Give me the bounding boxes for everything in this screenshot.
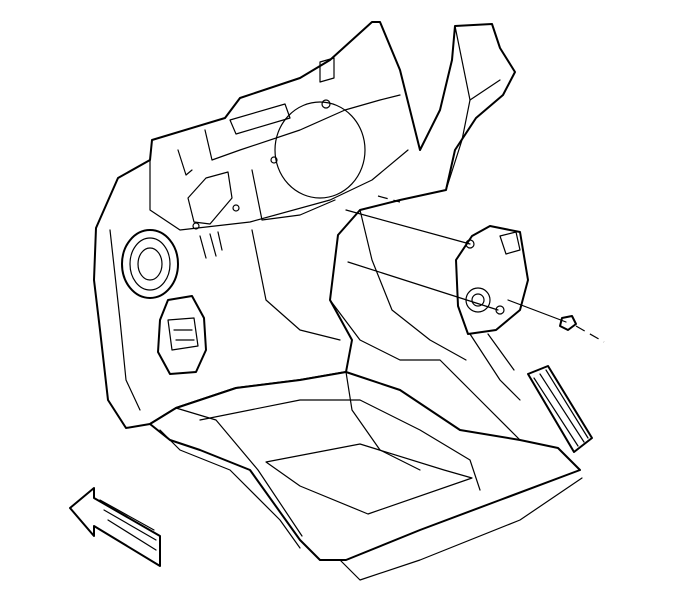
- speaker: [121, 229, 179, 299]
- dash-panel: [93, 21, 516, 429]
- pedal-bracket: [455, 225, 529, 401]
- accelerator-pedal: [527, 365, 593, 453]
- explode-lines: [345, 195, 605, 343]
- front-arrow-icon: [69, 487, 161, 567]
- mounting-nut: [559, 315, 577, 331]
- floor-pan: [149, 209, 583, 581]
- kick-panel: [157, 295, 207, 375]
